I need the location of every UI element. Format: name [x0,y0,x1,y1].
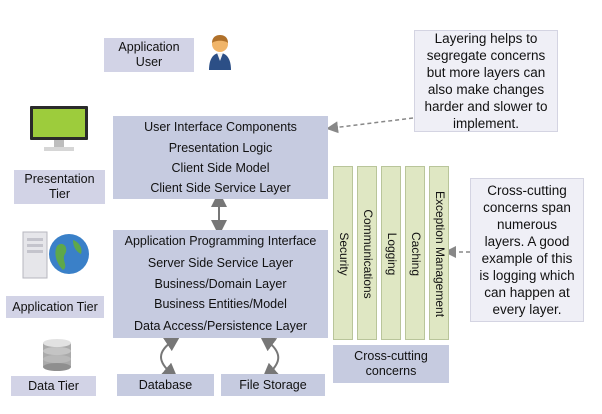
application-user-label: Application User [104,38,194,72]
database-icon [43,339,71,371]
layer-label: Business Entities/Model [154,297,287,311]
cross-cutting-exception-management: Exception Management [429,166,449,340]
file-storage-store: File Storage [221,374,325,396]
layer-label: Application Programming Interface [124,234,317,248]
vertical-label: Exception Management [433,190,447,318]
cross-cutting-note-text: Cross-cutting concerns span numerous lay… [479,183,575,317]
monitor-icon [30,106,88,151]
layer-label: Server Side Service Layer [147,256,294,270]
application-tier-text: Application Tier [12,299,98,314]
cross-cutting-logging: Logging [381,166,401,340]
layer-label: Client Side Model [171,160,270,175]
cross-cutting-caching: Caching [405,166,425,340]
layering-note-leader [326,117,414,134]
application-user-text: Application User [118,40,180,69]
layering-note-text: Layering helps to segregate concerns but… [424,31,548,131]
user-icon [209,35,231,70]
file-storage-connector-arrow [259,335,280,380]
vertical-label: Logging [385,232,399,276]
presentation-tier-label: Presentation Tier [14,170,105,204]
database-store: Database [117,374,214,396]
layer-client-side-service: Client Side Service Layer [113,177,328,199]
layer-business-entities-model: Business Entities/Model [113,294,328,316]
vertical-label: Communications [361,209,375,299]
layer-data-access-persistence: Data Access/Persistence Layer [113,314,328,338]
server-globe-icon [22,231,89,279]
cross-cutting-concerns-label: Cross-cutting concerns [333,345,449,383]
application-tier-label: Application Tier [6,296,104,318]
cross-cutting-communications: Communications [357,166,377,340]
layer-label: Data Access/Persistence Layer [134,319,307,333]
data-tier-text: Data Tier [28,378,79,393]
file-storage-label: File Storage [239,378,307,392]
layer-label: Business/Domain Layer [154,277,287,291]
cross-cutting-security: Security [333,166,353,340]
layer-presentation-logic: Presentation Logic [113,137,328,160]
vertical-label: Caching [409,231,423,277]
layer-label: Presentation Logic [168,140,273,155]
database-connector-arrow [160,335,181,380]
layer-label: User Interface Components [144,119,297,134]
layer-client-side-model: Client Side Model [113,158,328,179]
vertical-label: Security [337,232,351,276]
layer-label: Client Side Service Layer [150,181,291,195]
cross-cutting-note: Cross-cutting concerns span numerous lay… [470,178,584,322]
layer-server-side-service: Server Side Service Layer [113,252,328,276]
layer-application-programming-interface: Application Programming Interface [113,230,328,254]
data-tier-label: Data Tier [11,376,96,396]
cross-cutting-concerns-text: Cross-cutting concerns [354,349,428,378]
database-label: Database [138,378,193,392]
layer-user-interface-components: User Interface Components [113,116,328,139]
layer-business-domain: Business/Domain Layer [113,274,328,296]
presentation-tier-text: Presentation Tier [24,172,95,201]
layering-note: Layering helps to segregate concerns but… [414,30,558,132]
